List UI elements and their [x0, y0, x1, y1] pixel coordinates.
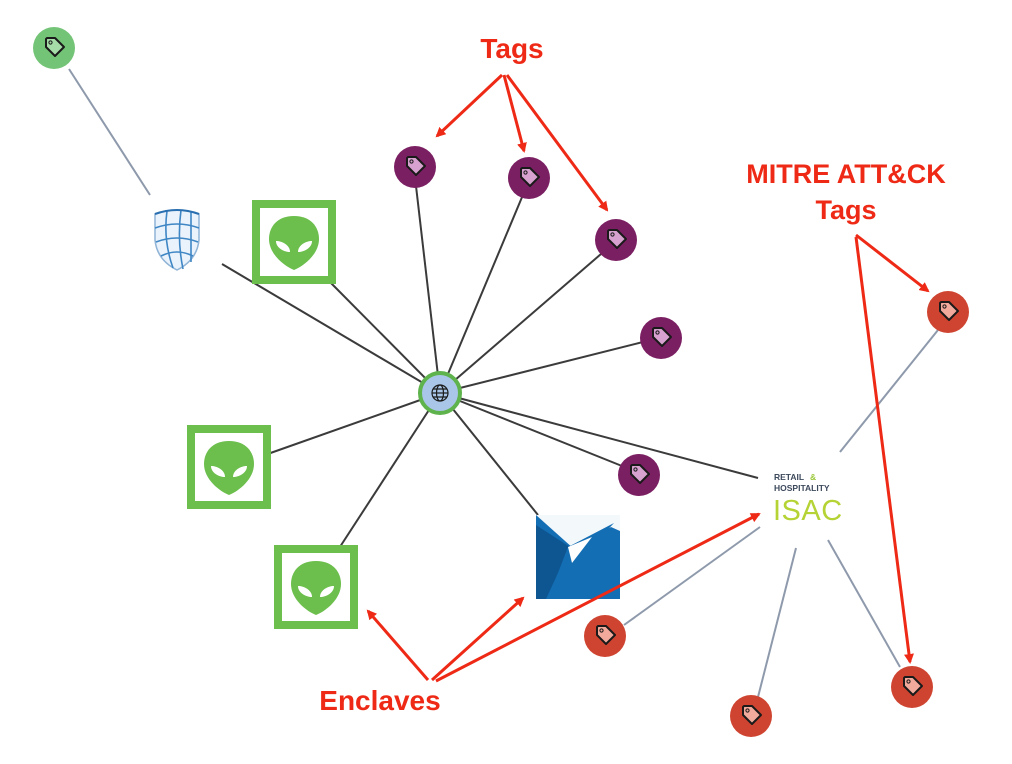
globe-icon: [431, 384, 449, 402]
center-indicator-node[interactable]: [418, 371, 462, 415]
annotation-arrows: [366, 73, 930, 683]
enclaves-label: Enclaves: [319, 685, 440, 716]
enclaves-arrow-3: [435, 512, 761, 683]
mitre-label-line2: Tags: [815, 195, 876, 225]
edge-isac-mitre-4: [827, 539, 901, 668]
mitre-tag-node-3[interactable]: [730, 695, 772, 737]
isac-amp: &: [810, 472, 816, 482]
edge-center-shield: [221, 263, 441, 394]
edge-center-alien-top: [325, 277, 441, 394]
tags-arrow-3: [505, 74, 609, 212]
edge-center-tag-1: [415, 185, 441, 394]
edge-isac-mitre-2: [623, 526, 761, 626]
green-tag-node[interactable]: [33, 27, 75, 69]
alien-enclave-top[interactable]: [252, 200, 336, 284]
isac-brand: ISAC: [773, 495, 843, 527]
enclaves-arrow-1: [366, 609, 430, 681]
arrow-logo-icon: [536, 515, 620, 599]
edge-green-tag-shield: [68, 68, 151, 196]
mitre-tag-node-2[interactable]: [584, 615, 626, 657]
tag-node-1[interactable]: [394, 146, 436, 188]
tag-node-3[interactable]: [595, 219, 637, 261]
tags-label: Tags: [480, 33, 543, 64]
edges: [68, 68, 939, 698]
isac-logo: RETAIL & HOSPITALITY ISAC: [773, 472, 843, 527]
tag-node-5[interactable]: [618, 454, 660, 496]
edge-center-tag-4: [439, 341, 644, 394]
alien-enclave-bottom[interactable]: [274, 545, 358, 629]
edge-isac-mitre-3: [757, 547, 797, 698]
edge-center-alien-bottom: [335, 392, 441, 554]
tags-arrow-1: [435, 73, 504, 138]
isac-line2: HOSPITALITY: [774, 483, 830, 493]
blue-enclave-node[interactable]: [536, 515, 620, 599]
mitre-arrow-1: [855, 233, 930, 293]
mitre-arrow-2: [854, 236, 914, 664]
mitre-tag-node-4[interactable]: [891, 666, 933, 708]
isac-line1: RETAIL: [774, 472, 804, 482]
shield-globe-icon: [154, 209, 200, 271]
tags-arrow-2: [502, 74, 527, 153]
edge-isac-mitre-1: [839, 329, 939, 453]
edge-center-isac: [439, 392, 759, 479]
edge-center-tag-3: [439, 253, 602, 394]
tag-node-4[interactable]: [640, 317, 682, 359]
mitre-tag-node-1[interactable]: [927, 291, 969, 333]
isac-enclave-node[interactable]: RETAIL & HOSPITALITY ISAC: [773, 472, 843, 527]
mitre-label-line1: MITRE ATT&CK: [746, 159, 946, 189]
shield-node[interactable]: [154, 209, 200, 271]
edge-center-alien-left: [261, 392, 441, 457]
tag-node-2[interactable]: [508, 157, 550, 199]
edge-center-tag-5: [439, 392, 623, 467]
alien-enclave-left[interactable]: [187, 425, 271, 509]
edge-center-blue-enclave: [439, 392, 539, 516]
edge-center-tag-2: [439, 189, 526, 394]
enclaves-arrow-2: [430, 596, 525, 682]
